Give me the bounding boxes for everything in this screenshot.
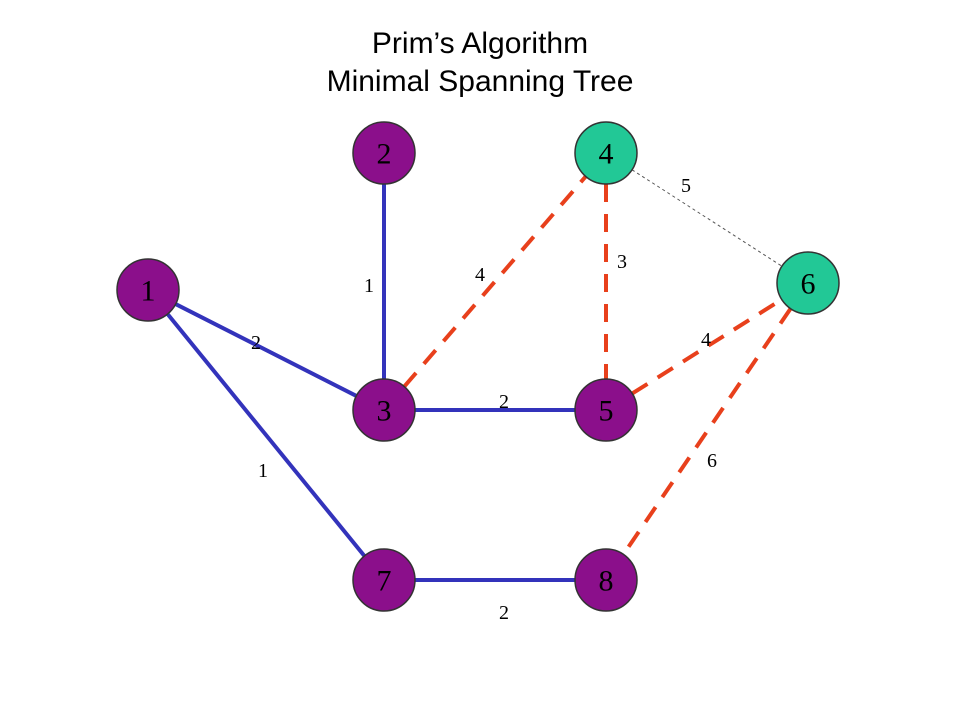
- node-circle-6: [776, 251, 840, 315]
- node-8: 8: [574, 548, 638, 612]
- edge-weight-1-3: 2: [251, 332, 261, 354]
- node-label-1: 1: [141, 275, 156, 308]
- node-label-4: 4: [599, 138, 614, 171]
- edge-weight-1-7: 1: [258, 460, 268, 482]
- title-line-2: Minimal Spanning Tree: [326, 65, 634, 98]
- edge-weight-6-8: 6: [707, 450, 717, 472]
- node-circle-4: [574, 121, 638, 185]
- edge-3-4: [402, 175, 588, 388]
- edge-weight-3-4: 4: [475, 264, 485, 286]
- node-circle-8: [574, 548, 638, 612]
- node-7: 7: [352, 548, 416, 612]
- node-circle-2: [352, 121, 416, 185]
- node-5: 5: [574, 378, 638, 442]
- edge-1-7: [166, 312, 366, 558]
- edge-1-3: [174, 302, 358, 398]
- node-label-2: 2: [377, 138, 392, 171]
- node-6: 6: [776, 251, 840, 315]
- node-2: 2: [352, 121, 416, 185]
- edge-6-8: [621, 307, 793, 556]
- node-label-8: 8: [599, 565, 614, 598]
- edges-layer: [166, 169, 793, 582]
- node-label-7: 7: [377, 565, 392, 598]
- node-label-6: 6: [801, 268, 816, 301]
- nodes-layer: 1 2 3 4 5 6 7 8: [116, 121, 840, 612]
- edge-weights-layer: 1 2 1 2 2 4 3 4 6 5: [251, 175, 717, 624]
- edge-weight-5-6: 4: [701, 329, 711, 351]
- edge-weight-2-3: 1: [364, 275, 374, 297]
- node-3: 3: [352, 378, 416, 442]
- edge-weight-4-6: 5: [681, 175, 691, 197]
- node-1: 1: [116, 258, 180, 322]
- node-label-3: 3: [377, 395, 392, 428]
- edge-weight-7-8: 2: [499, 602, 509, 624]
- node-circle-7: [352, 548, 416, 612]
- node-4: 4: [574, 121, 638, 185]
- node-circle-3: [352, 378, 416, 442]
- node-circle-1: [116, 258, 180, 322]
- title-line-1: Prim’s Algorithm: [371, 27, 589, 60]
- node-circle-5: [574, 378, 638, 442]
- edge-4-6: [631, 169, 783, 267]
- edge-weight-4-5: 3: [617, 251, 627, 273]
- node-label-5: 5: [599, 395, 614, 428]
- edge-weight-3-5: 2: [499, 391, 509, 413]
